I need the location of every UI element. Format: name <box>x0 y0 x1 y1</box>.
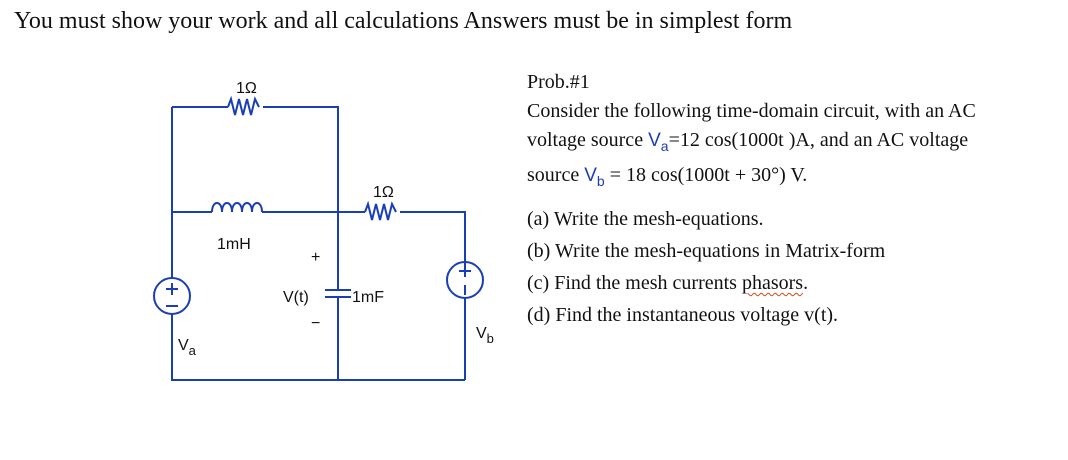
wire-left-bottom <box>171 314 465 381</box>
resistor-mid-label: 1Ω <box>373 184 394 201</box>
source-b-label: Vb <box>476 325 494 346</box>
source-b-plus <box>459 265 471 277</box>
problem-line-2: voltage source Va=12 cos(1000t )A, and a… <box>527 129 969 154</box>
resistor-mid <box>364 200 397 221</box>
part-a: (a) Write the mesh-equations. <box>527 208 764 230</box>
wire-top-right <box>263 106 339 212</box>
source-a-plus <box>166 283 178 295</box>
wire-mid-right-b <box>400 211 466 275</box>
voltage-plus: + <box>311 249 320 266</box>
circuit-diagram: 1Ω 1Ω 1mH + V(t) 1mF − Va Vb <box>153 80 494 381</box>
problem-title: Prob.#1 <box>527 71 590 93</box>
part-b: (b) Write the mesh-equations in Matrix-f… <box>527 240 886 262</box>
inductor-label: 1mH <box>217 236 251 253</box>
part-d: (d) Find the instantaneous voltage v(t). <box>527 304 839 326</box>
capacitor-label: 1mF <box>352 289 384 306</box>
problem-line-3: source Vb = 18 cos(1000t + 30°) V. <box>527 164 808 189</box>
inductor <box>211 202 263 213</box>
problem-statement: Prob.#1 Consider the following time-doma… <box>527 68 1057 196</box>
resistor-top <box>227 95 260 116</box>
source-a-label: Va <box>178 337 197 358</box>
problem-line-1: Consider the following time-domain circu… <box>527 100 976 122</box>
resistor-top-label: 1Ω <box>236 80 257 97</box>
voltage-minus: − <box>311 315 320 332</box>
problem-parts: (a) Write the mesh-equations. (b) Write … <box>527 203 885 331</box>
instruction-heading: You must show your work and all calculat… <box>14 8 793 34</box>
voltage-label: V(t) <box>283 289 309 306</box>
part-c: (c) Find the mesh currents phasors. <box>527 272 809 294</box>
